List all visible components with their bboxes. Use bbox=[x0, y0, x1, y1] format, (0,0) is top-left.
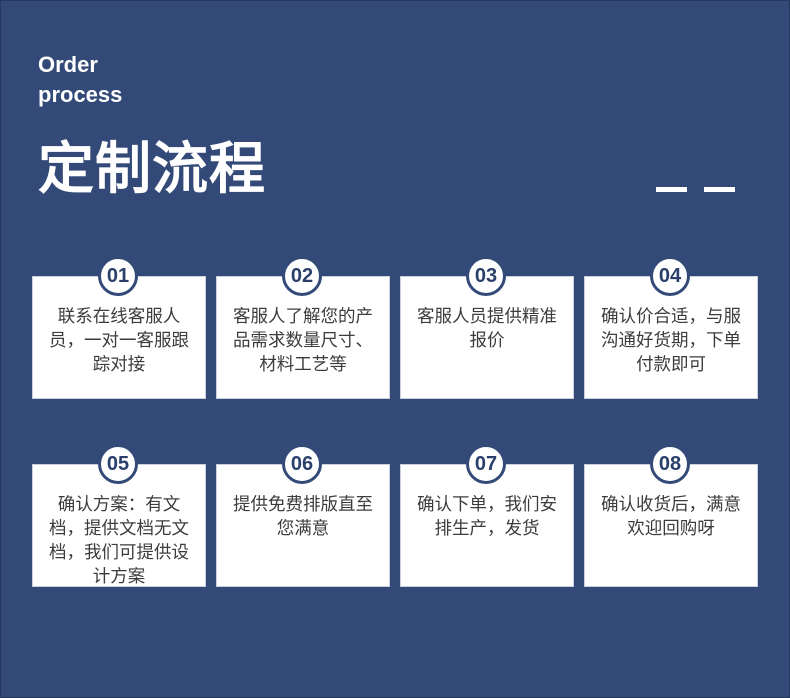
step-description: 联系在线客服人员，一对一客服跟踪对接 bbox=[49, 307, 189, 375]
step-card-body: 确认方案：有文档，提供文档无文档，我们可提供设计方案 bbox=[32, 464, 206, 587]
step-number-badge: 06 bbox=[282, 444, 322, 484]
step-card-03: 客服人员提供精准报价 03 bbox=[400, 256, 576, 399]
step-card-02: 客服人了解您的产品需求数量尺寸、材料工艺等 02 bbox=[216, 256, 392, 399]
step-card-01: 联系在线客服人员，一对一客服跟踪对接 01 bbox=[32, 256, 208, 399]
english-title-line-2: process bbox=[38, 82, 123, 107]
decorative-dash bbox=[656, 187, 687, 192]
step-description: 确认价合适，与服沟通好货期，下单付款即可 bbox=[601, 307, 741, 375]
step-card-body: 确认下单，我们安排生产，发货 bbox=[400, 464, 574, 587]
english-title-line-1: Order bbox=[38, 52, 98, 77]
step-card-body: 确认收货后，满意欢迎回购呀 bbox=[584, 464, 758, 587]
english-title: Order process bbox=[38, 50, 122, 110]
step-description: 客服人了解您的产品需求数量尺寸、材料工艺等 bbox=[233, 307, 373, 375]
step-number-badge: 08 bbox=[650, 444, 690, 484]
step-number-badge: 04 bbox=[650, 256, 690, 296]
step-card-05: 确认方案：有文档，提供文档无文档，我们可提供设计方案 05 bbox=[32, 444, 208, 587]
step-number-badge: 01 bbox=[98, 256, 138, 296]
step-card-body: 提供免费排版直至您满意 bbox=[216, 464, 390, 587]
chinese-title: 定制流程 bbox=[38, 137, 266, 202]
step-card-body: 客服人了解您的产品需求数量尺寸、材料工艺等 bbox=[216, 276, 390, 399]
step-card-04: 确认价合适，与服沟通好货期，下单付款即可 04 bbox=[584, 256, 760, 399]
step-description: 确认收货后，满意欢迎回购呀 bbox=[601, 495, 741, 539]
step-card-body: 客服人员提供精准报价 bbox=[400, 276, 574, 399]
step-card-body: 确认价合适，与服沟通好货期，下单付款即可 bbox=[584, 276, 758, 399]
step-description: 确认下单，我们安排生产，发货 bbox=[417, 495, 557, 539]
step-card-06: 提供免费排版直至您满意 06 bbox=[216, 444, 392, 587]
step-card-07: 确认下单，我们安排生产，发货 07 bbox=[400, 444, 576, 587]
step-card-body: 联系在线客服人员，一对一客服跟踪对接 bbox=[32, 276, 206, 399]
step-description: 确认方案：有文档，提供文档无文档，我们可提供设计方案 bbox=[49, 495, 189, 587]
step-number-badge: 02 bbox=[282, 256, 322, 296]
step-number-badge: 03 bbox=[466, 256, 506, 296]
step-number-badge: 07 bbox=[466, 444, 506, 484]
step-description: 提供免费排版直至您满意 bbox=[233, 495, 373, 539]
step-card-08: 确认收货后，满意欢迎回购呀 08 bbox=[584, 444, 760, 587]
decorative-dash bbox=[704, 187, 735, 192]
step-description: 客服人员提供精准报价 bbox=[417, 307, 557, 351]
step-number-badge: 05 bbox=[98, 444, 138, 484]
